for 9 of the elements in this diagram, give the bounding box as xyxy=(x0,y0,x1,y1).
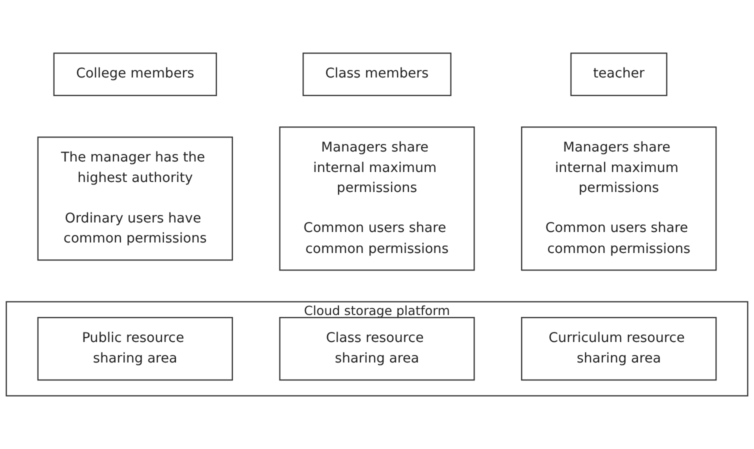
node-box: Curriculum resource sharing area xyxy=(521,316,717,381)
node-box: teacher xyxy=(570,52,668,96)
node-box: Public resource sharing area xyxy=(37,316,233,381)
node-box: Managers share internal maximum permissions Common users share common permissions xyxy=(279,126,475,271)
node-box: The manager has the highest authority Ordinary users have common permissions xyxy=(37,136,233,261)
node-box: Class resource sharing area xyxy=(279,316,475,381)
node-box: Managers share internal maximum permissions Common users share common permissions xyxy=(521,126,717,271)
node-box: Class members xyxy=(302,52,452,96)
node-box: College members xyxy=(53,52,217,96)
